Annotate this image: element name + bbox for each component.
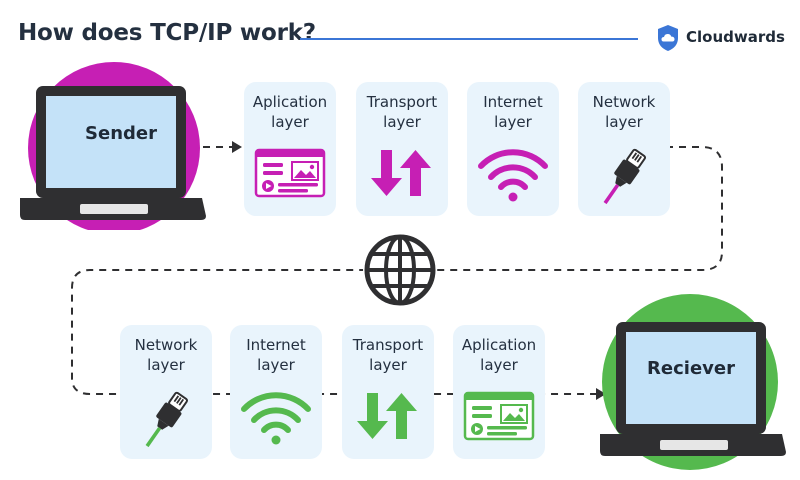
receive-layer-network: Network layer	[120, 325, 212, 459]
receive-layer-application: Aplication layer	[453, 325, 545, 459]
brand-name: Cloudwards	[686, 28, 785, 46]
wifi-icon	[478, 149, 548, 202]
send-layer-application: Aplication layer	[244, 82, 336, 216]
wifi-icon	[241, 392, 311, 445]
layer-subtitle: layer	[257, 356, 295, 374]
send-layer-network: Network layer	[578, 82, 670, 216]
cloud-shield-icon	[658, 25, 678, 51]
page-title: How does TCP/IP work?	[18, 20, 316, 46]
layer-subtitle: layer	[605, 113, 643, 131]
layer-title: Internet	[483, 93, 543, 111]
layer-title: Network	[592, 93, 656, 111]
send-layer-internet: Internet layer	[467, 82, 559, 216]
send-layer-transport: Transport layer	[356, 82, 448, 216]
layer-subtitle: layer	[147, 356, 185, 374]
receiver-laptop	[600, 294, 786, 470]
globe-icon	[363, 233, 437, 307]
application-window-icon	[463, 391, 535, 441]
layer-title: Transport	[366, 93, 438, 111]
network-cable-icon	[145, 391, 189, 448]
application-window-icon	[254, 148, 326, 198]
up-down-arrows-icon	[357, 393, 417, 439]
receive-layer-transport: Transport layer	[342, 325, 434, 459]
layer-subtitle: layer	[494, 113, 532, 131]
layer-subtitle: layer	[369, 356, 407, 374]
title-divider	[300, 38, 638, 40]
sender-laptop	[20, 62, 206, 230]
layer-title: Aplication	[252, 93, 328, 111]
layer-title: Transport	[352, 336, 424, 354]
layer-subtitle: layer	[271, 113, 309, 131]
layer-title: Internet	[246, 336, 306, 354]
receiver-label: Reciever	[647, 358, 735, 379]
layer-title: Aplication	[461, 336, 537, 354]
layer-title: Network	[134, 336, 198, 354]
receive-layer-internet: Internet layer	[230, 325, 322, 459]
layer-subtitle: layer	[480, 356, 518, 374]
up-down-arrows-icon	[371, 150, 431, 196]
network-cable-icon	[603, 148, 647, 205]
sender-label: Sender	[85, 123, 157, 144]
layer-subtitle: layer	[383, 113, 421, 131]
